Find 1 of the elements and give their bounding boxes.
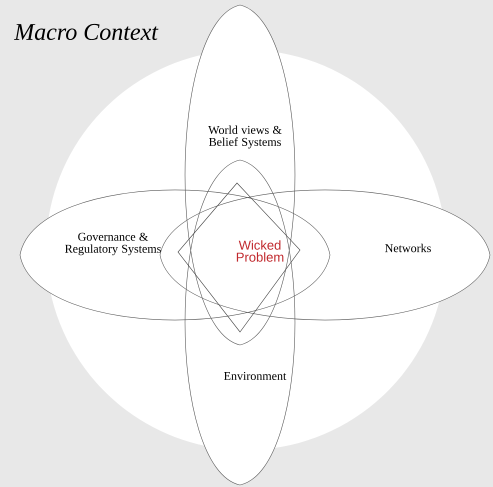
title: Macro Context <box>14 24 158 40</box>
